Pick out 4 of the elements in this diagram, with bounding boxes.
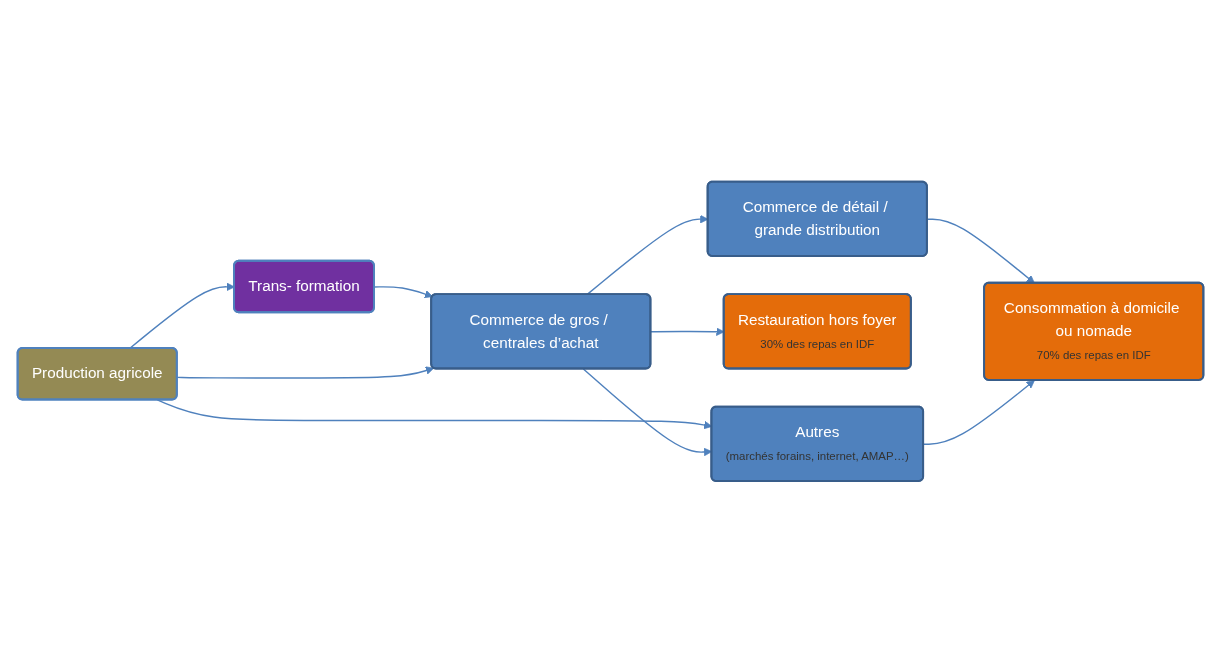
arrow [128, 282, 235, 349]
arrow [373, 285, 433, 298]
arrow [176, 366, 435, 379]
arrow [926, 218, 1035, 284]
